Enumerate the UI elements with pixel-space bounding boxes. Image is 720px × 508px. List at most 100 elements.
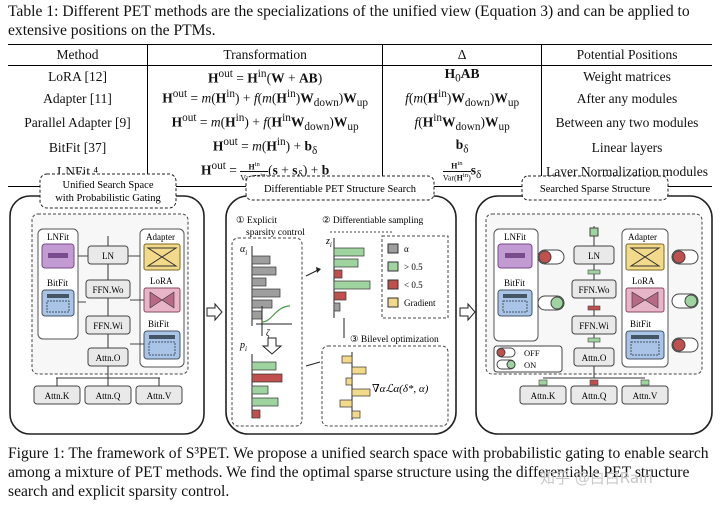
glyph-bar: [251, 266, 277, 276]
right-lnfit-label: LNFit: [504, 232, 527, 242]
left-adapter-label: Adapter: [146, 232, 175, 242]
glyph-bar: [251, 288, 281, 298]
table-row: Adapter [11] Hout = m(Hin) + f(m(Hin)Wdo…: [8, 86, 712, 111]
row-delta: f(m(Hin)Wdown)Wup: [382, 86, 543, 111]
z-bars: [333, 247, 371, 312]
middle-panel: Differentiable PET Structure Search ① Ex…: [225, 175, 457, 435]
left-title-1: Unified Search Space: [63, 180, 154, 191]
left-ln: LN: [102, 251, 114, 261]
legend-label: α: [404, 244, 409, 254]
left-lnfit-label: LNFit: [47, 232, 70, 242]
glyph-bar: [251, 310, 263, 320]
glyph-bar: [341, 355, 353, 364]
glyph-bar: [351, 366, 367, 375]
right-bitfit-label: BitFit: [504, 278, 526, 288]
left-attn-v: Attn.V: [147, 391, 172, 401]
zeta-label: ζ: [266, 328, 271, 338]
glyph-bar: [333, 247, 365, 257]
toggle-off-icon: [671, 249, 699, 265]
row-transformation: Hout = m(Hin) + bδ: [147, 135, 384, 160]
toggle-on-icon: [671, 293, 699, 309]
left-attn-k: Attn.K: [45, 391, 70, 401]
right-bitfit2-label: BitFit: [630, 319, 652, 329]
glyph-bar: [251, 385, 269, 395]
legend-off: OFF: [524, 348, 540, 358]
toggle-on-icon: [537, 295, 565, 311]
row-method: BitFit [37]: [8, 135, 149, 160]
glyph-bar: [339, 399, 353, 408]
legend-on: ON: [524, 360, 536, 370]
step1-line1: ① Explicit: [236, 215, 277, 226]
glyph-bar: [251, 361, 277, 371]
legend-swatch: [387, 297, 399, 308]
p-i-label: pi: [239, 340, 247, 353]
legend-swatch: [387, 243, 399, 254]
watermark: 知乎 @白白Rain: [540, 469, 653, 487]
row-transformation: Hout = m(Hin) + f(HinWdown)Wup: [147, 110, 384, 136]
row-position: Linear layers: [591, 139, 663, 155]
header-method: Method: [8, 44, 149, 66]
row-method: LoRA [12]: [8, 65, 149, 87]
row-position: Between any two modules: [555, 115, 699, 131]
left-lora-label: LoRA: [150, 276, 173, 286]
glyph-bar: [333, 291, 347, 301]
left-attn-q: Attn.Q: [96, 391, 121, 401]
toggle-off-icon: [671, 337, 699, 353]
glyph-bar: [251, 277, 267, 287]
glyph-bar: [333, 269, 343, 279]
table-header-row: Method Transformation Δ Potential Positi…: [8, 44, 712, 66]
right-ln: LN: [588, 251, 600, 261]
row-delta: f(HinWdown)Wup: [382, 110, 543, 136]
legend-label: > 0.5: [404, 262, 423, 272]
table-row: LoRA [12] Hout = Hin(W + AB) H0AB Weight…: [8, 65, 712, 87]
glyph-bar: [251, 255, 271, 265]
glyph-bar: [251, 397, 279, 407]
row-position: After any modules: [576, 91, 678, 107]
row-position: Weight matrices: [583, 68, 671, 84]
arrow-icon: [206, 302, 223, 322]
glyph-bar: [351, 388, 371, 397]
p-bars: [251, 361, 283, 419]
step3-label: ③ Bilevel optimization: [350, 334, 439, 345]
header-positions: Potential Positions: [541, 44, 712, 66]
header-transformation: Transformation: [147, 44, 384, 66]
right-adapter-label: Adapter: [628, 232, 657, 242]
legend-label: Gradient: [404, 298, 436, 308]
row-method: Parallel Adapter [9]: [8, 110, 149, 136]
glyph-bar: [333, 280, 371, 290]
header-delta: Δ: [382, 44, 543, 66]
row-delta: bδ: [382, 135, 543, 160]
legend-swatch: [387, 261, 399, 272]
arrow-icon: [459, 302, 476, 322]
left-bitfit-label: BitFit: [47, 278, 69, 288]
z-i-label: zi: [325, 236, 332, 249]
legend-swatch: [387, 279, 399, 290]
figure-caption: Figure 1: The framework of S³PET. We pro…: [8, 445, 709, 500]
row-transformation: Hout = Hin(W + AB): [147, 65, 384, 87]
gradient-formula: ∇αℒα(δ*, α): [372, 383, 429, 395]
right-attn-o: Attn.O: [582, 353, 607, 363]
right-ffn-wi: FFN.Wi: [579, 321, 609, 331]
table-row: Parallel Adapter [9] Hout = m(Hin) + f(H…: [8, 110, 712, 136]
glyph-bar: [345, 377, 353, 386]
alpha-i-label: αi: [240, 244, 247, 257]
glyph-bar: [333, 302, 341, 312]
step2-label: ② Differentiable sampling: [322, 215, 423, 226]
left-title-2: with Probabilistic Gating: [55, 193, 161, 204]
glyph-bar: [333, 258, 359, 268]
right-panel: Searched Sparse Structure LNFit BitFit L…: [475, 175, 713, 435]
gradient-bars: [339, 355, 371, 419]
right-ffn-wo: FFN.Wo: [578, 285, 610, 295]
row-method: Adapter [11]: [8, 86, 149, 111]
glyph-bar: [351, 410, 361, 419]
right-title: Searched Sparse Structure: [540, 184, 651, 195]
alpha-bars: [251, 255, 281, 320]
left-attn-o: Attn.O: [96, 353, 121, 363]
row-transformation: Hout = m(Hin) + f(m(Hin)Wdown)Wup: [147, 86, 384, 111]
left-bitfit2-label: BitFit: [148, 319, 170, 329]
middle-title: Differentiable PET Structure Search: [264, 184, 417, 195]
down-arrow-icon: [261, 337, 283, 355]
right-attn-v: Attn.V: [633, 391, 658, 401]
left-ffn-wi: FFN.Wi: [93, 321, 123, 331]
